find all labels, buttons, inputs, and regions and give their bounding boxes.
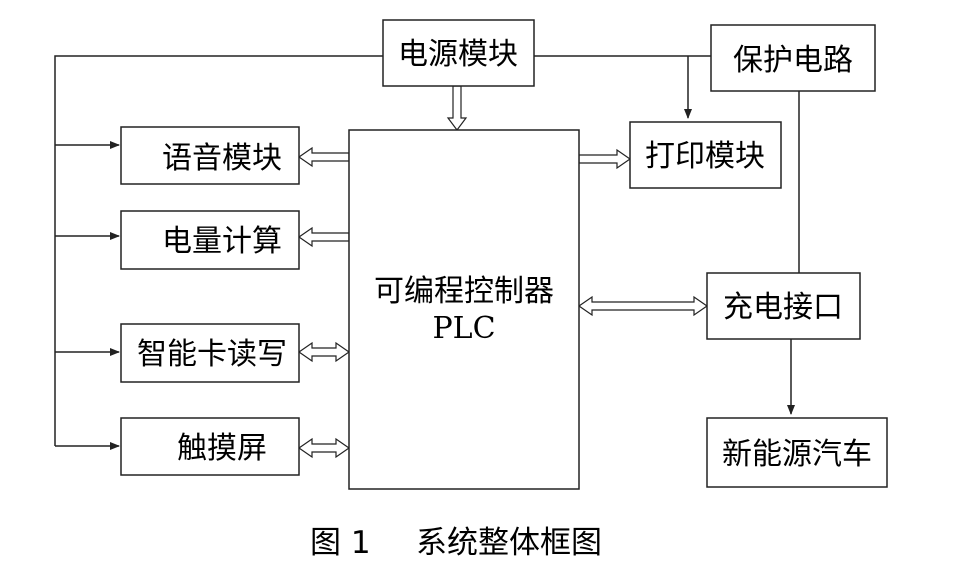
touch-screen-label: 触摸屏 (177, 431, 267, 466)
link-plc-charge (577, 295, 709, 317)
touch-screen: 触摸屏 (120, 417, 300, 476)
data-links (297, 85, 709, 459)
charge-port-label: 充电接口 (723, 290, 843, 325)
print-module-label: 打印模块 (645, 139, 765, 174)
voice-module-label: 语音模块 (162, 141, 282, 176)
print-module: 打印模块 (629, 121, 782, 189)
figure-number: 图 1 (310, 525, 371, 561)
plc-label-line2: PLC (432, 311, 495, 346)
link-card-plc (297, 341, 351, 363)
wire-power-left-bus (54, 55, 383, 446)
new-energy-vehicle: 新能源汽车 (706, 417, 888, 488)
plc-label-line1: 可编程控制器 (374, 274, 554, 309)
figure-title: 系统整体框图 (416, 525, 602, 561)
metering-module-label: 电量计算 (162, 224, 282, 259)
link-plc-metering (297, 226, 350, 248)
plc-controller: 可编程控制器 PLC (348, 129, 580, 490)
link-plc-voice (297, 146, 350, 168)
vehicle-label: 新能源汽车 (722, 437, 872, 472)
protection-circuit-label: 保护电路 (733, 43, 853, 78)
link-touch-plc (297, 437, 351, 459)
protection-circuit: 保护电路 (710, 24, 876, 92)
power-module-label: 电源模块 (398, 37, 518, 72)
card-module: 智能卡读写 (120, 323, 300, 383)
power-module: 电源模块 (382, 19, 535, 87)
wires (54, 55, 800, 450)
link-plc-print (578, 148, 632, 170)
charge-port: 充电接口 (706, 272, 861, 340)
card-module-label: 智能卡读写 (137, 337, 287, 372)
voice-module: 语音模块 (120, 126, 300, 185)
link-power-plc (446, 85, 468, 131)
metering-module: 电量计算 (120, 210, 300, 270)
